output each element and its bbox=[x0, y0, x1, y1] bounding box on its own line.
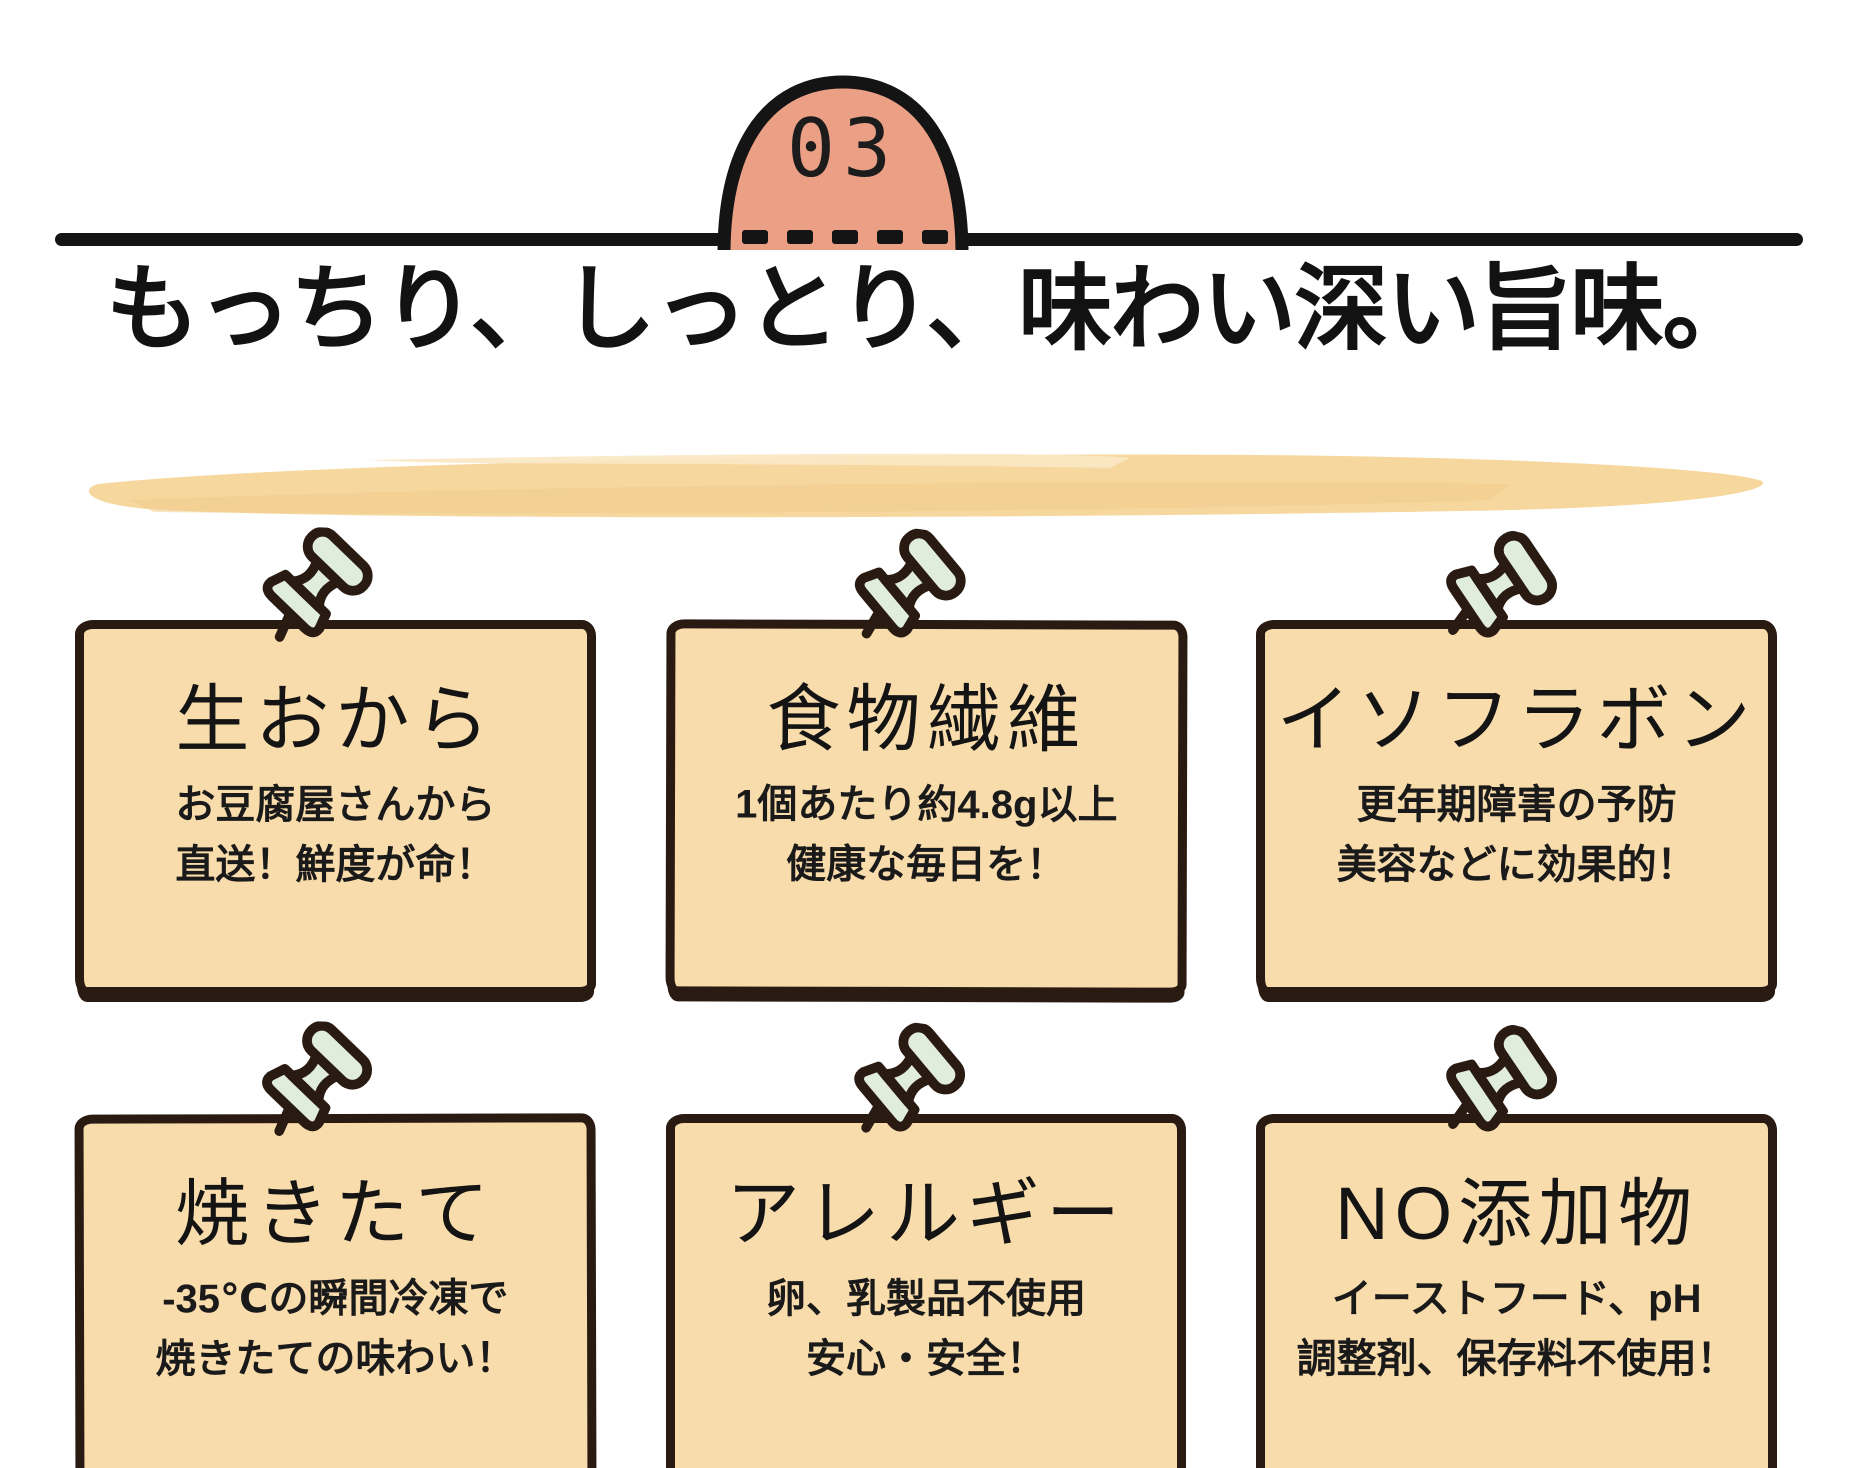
feature-card-okara: 生おから お豆腐屋さんから 直送！鮮度が命！ bbox=[75, 620, 596, 996]
card-body: 卵、乳製品不使用 安心・安全！ bbox=[766, 1269, 1086, 1389]
pushpin-icon bbox=[826, 1013, 973, 1160]
feature-card-freshbaked: 焼きたて -35℃の瞬間冷凍で 焼きたての味わい！ bbox=[74, 1113, 597, 1468]
card-title: イソフラボン bbox=[1276, 678, 1757, 761]
card-title: アレルギー bbox=[725, 1172, 1126, 1255]
card-body: イーストフード、pH 調整剤、保存料不使用！ bbox=[1297, 1269, 1737, 1389]
card-body-line: -35℃の瞬間冷凍で bbox=[162, 1276, 509, 1322]
pushpin-icon bbox=[826, 518, 973, 665]
feature-grid: 生おから お豆腐屋さんから 直送！鮮度が命！ 食物繊維 1個あたり約4.8g以上… bbox=[74, 619, 1777, 1468]
dashed-line bbox=[742, 230, 948, 244]
card-body: -35℃の瞬間冷凍で 焼きたての味わい！ bbox=[155, 1268, 515, 1389]
feature-card-no-additives: NO添加物 イーストフード、pH 調整剤、保存料不使用！ bbox=[1256, 1114, 1777, 1468]
card-title: 生おから bbox=[175, 678, 496, 761]
pushpin-icon bbox=[1411, 1007, 1569, 1165]
card-body: 1個あたり約4.8g以上 健康な毎日を！ bbox=[735, 774, 1118, 895]
card-title: 食物繊維 bbox=[766, 677, 1087, 762]
feature-card-isoflavone: イソフラボン 更年期障害の予防 美容などに効果的！ bbox=[1256, 620, 1777, 996]
card-body-line: 1個あたり約4.8g以上 bbox=[734, 782, 1118, 828]
card-body-line: 更年期障害の予防 bbox=[1356, 782, 1677, 827]
pushpin-icon bbox=[1411, 513, 1569, 671]
card-body-line: 健康な毎日を！ bbox=[785, 842, 1066, 888]
card-body-line: 美容などに効果的！ bbox=[1336, 842, 1697, 887]
card-title: NO添加物 bbox=[1335, 1172, 1699, 1255]
pushpin-icon bbox=[241, 525, 375, 659]
card-title: 焼きたて bbox=[174, 1171, 496, 1256]
headline: もっちり、しっとり、味わい深い旨味。 bbox=[105, 256, 1756, 361]
card-body-line: 焼きたての味わい！ bbox=[155, 1336, 516, 1382]
card-body-line: 安心・安全！ bbox=[805, 1336, 1046, 1381]
card-body-line: イーストフード、pH bbox=[1331, 1276, 1702, 1321]
feature-card-allergy: アレルギー 卵、乳製品不使用 安心・安全！ bbox=[665, 1114, 1187, 1468]
section-number-badge: 03 bbox=[716, 70, 970, 250]
card-body: 更年期障害の予防 美容などに効果的！ bbox=[1337, 775, 1697, 895]
section-number: 03 bbox=[786, 102, 900, 195]
card-body-line: お豆腐屋さんから bbox=[175, 782, 496, 827]
card-body-line: 卵、乳製品不使用 bbox=[765, 1276, 1086, 1321]
brush-underline bbox=[88, 453, 1764, 518]
feature-card-fiber: 食物繊維 1個あたり約4.8g以上 健康な毎日を！ bbox=[665, 619, 1187, 997]
card-body-line: 調整剤、保存料不使用！ bbox=[1296, 1336, 1737, 1381]
dome-shape bbox=[717, 75, 969, 250]
card-body-line: 直送！鮮度が命！ bbox=[175, 842, 496, 887]
card-body: お豆腐屋さんから 直送！鮮度が命！ bbox=[175, 775, 495, 895]
pushpin-icon bbox=[241, 1019, 375, 1153]
